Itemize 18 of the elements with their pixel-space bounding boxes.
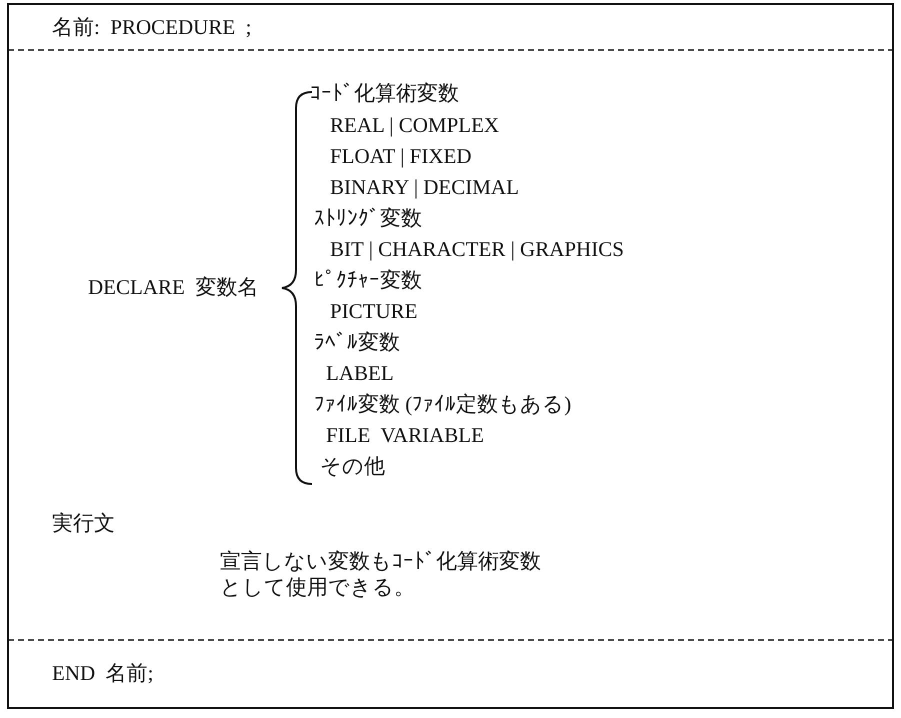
type-category: ﾌｧｲﾙ変数 (ﾌｧｲﾙ定数もある) (314, 391, 572, 417)
section-heading: 実行文 (52, 510, 115, 536)
end-statement: END 名前; (52, 660, 154, 686)
type-category: ｽﾄﾘﾝｸﾞ変数 (314, 205, 422, 231)
type-category: その他 (320, 453, 385, 479)
heading-text: 名前: PROCEDURE ; (52, 14, 252, 40)
keyword-text: FILE VARIABLE (326, 422, 484, 448)
keyword-text: PICTURE (330, 298, 418, 324)
type-category: ﾋﾟｸﾁｬｰ変数 (314, 267, 422, 293)
keyword-text: LABEL (326, 360, 394, 386)
type-category: ﾗﾍﾞﾙ変数 (314, 329, 400, 355)
type-category: ｺｰﾄﾞ化算術変数 (310, 80, 459, 106)
keyword-text: BINARY | DECIMAL (330, 174, 519, 200)
keyword-text: REAL | COMPLEX (330, 112, 500, 138)
keyword-text: FLOAT | FIXED (330, 143, 472, 169)
note-text: 宣言しない変数もｺｰﾄﾞ化算術変数として使用できる。 (220, 548, 542, 600)
keyword-text: BIT | CHARACTER | GRAPHICS (330, 236, 624, 262)
declare-statement: DECLARE 変数名 (88, 274, 258, 300)
